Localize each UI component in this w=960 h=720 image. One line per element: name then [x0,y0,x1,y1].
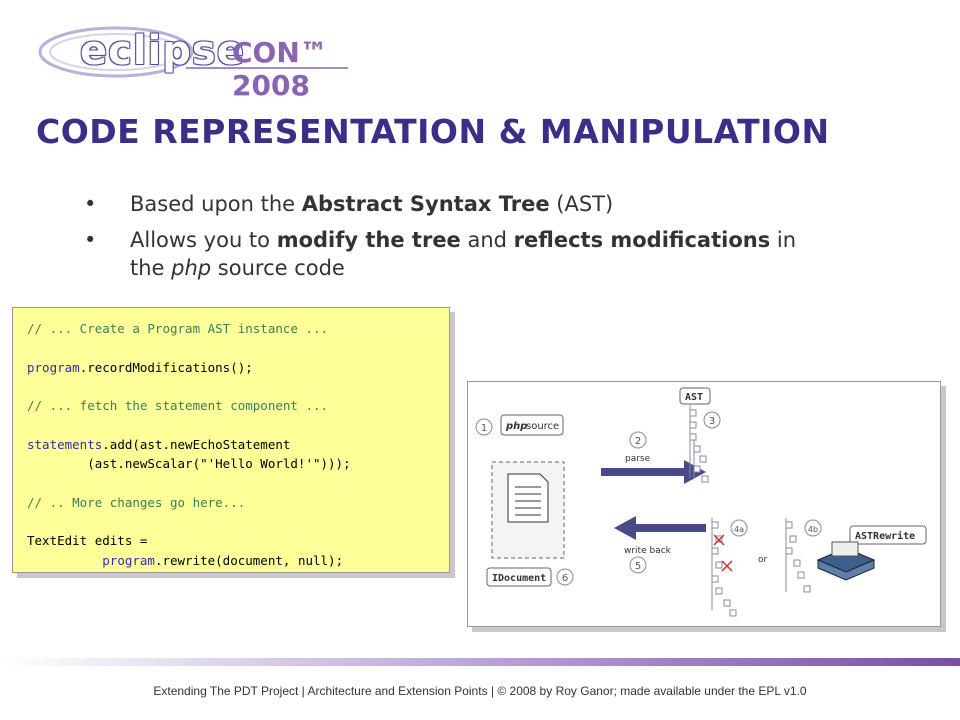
ast-tree-icon [689,404,709,483]
bullet-dot-icon: • [84,192,97,216]
or-label: or [758,555,768,565]
ast-label: AST [685,392,703,403]
astrewrite-label: ASTRewrite [855,530,915,542]
rewrite-stack-icon [816,541,876,581]
code-line: program.rewrite(document, null); [102,552,344,568]
code-comment: // ... fetch the statement component ... [27,398,329,414]
document-icon [507,473,549,523]
logo-con-text: CON™ 2008 [232,36,328,102]
change-mark-icon [713,534,733,572]
footer-gradient-bar [0,658,960,666]
step-6-label: 6 [562,573,568,584]
step-1-label: 1 [481,423,487,434]
step-1-badge [475,418,493,436]
step-5-label: 5 [635,561,641,572]
code-line: program.recordModifications(); [27,359,253,375]
code-line: (ast.newScalar("'Hello World!'"))); [27,456,351,472]
astrewrite-box [849,525,927,545]
step-4b-badge [804,519,822,537]
php-label: php [505,421,527,432]
slide-title: CODE REPRESENTATION & MANIPULATION [36,112,830,151]
step-4a-badge [730,519,748,537]
php-source-box [500,414,564,436]
step-4b-label: 4b [808,525,818,534]
bullet-list: • Based upon the Abstract Syntax Tree (A… [84,190,804,290]
footer-text: Extending The PDT Project | Architecture… [153,684,807,698]
bullet-dot-icon: • [84,228,97,252]
eclipsecon-logo: eclipse CON™ 2008 [36,14,356,102]
code-line: TextEdit edits = [27,533,148,549]
step-5-badge [629,556,647,574]
bullet-item: • Allows you to modify the tree and refl… [84,228,797,280]
logo-eclipse-text: eclipse [80,28,245,74]
step-2-label: 2 [635,436,641,447]
logo-swoosh [38,26,348,78]
original-tree-icon [785,518,811,593]
idocument-label: IDocument [492,573,546,584]
step-4a-label: 4a [734,525,744,534]
step-6-badge [556,568,574,586]
bullet-item: • Based upon the Abstract Syntax Tree (A… [84,192,614,216]
step-3-badge [703,411,721,429]
write-back-label: write back [624,546,672,556]
code-line: statements.add(ast.newEchoStatement [27,436,291,452]
code-sample: // ... Create a Program AST instance ...… [12,307,450,573]
parse-label: parse [625,454,651,464]
ast-box [679,387,711,405]
code-comment: // ... Create a Program AST instance ... [27,321,329,336]
step-3-label: 3 [709,416,715,427]
code-comment: // .. More changes go here... [27,494,246,510]
write-back-arrow-icon [614,516,706,540]
idocument-box [486,567,552,587]
step-2-badge [629,431,647,449]
source-label: source [526,421,559,432]
ast-rewrite-diagram: 1 php source IDocument 6 2 parse AST 3 [467,381,941,627]
diagram-svg: 1 php source IDocument 6 2 parse AST 3 [475,387,927,617]
